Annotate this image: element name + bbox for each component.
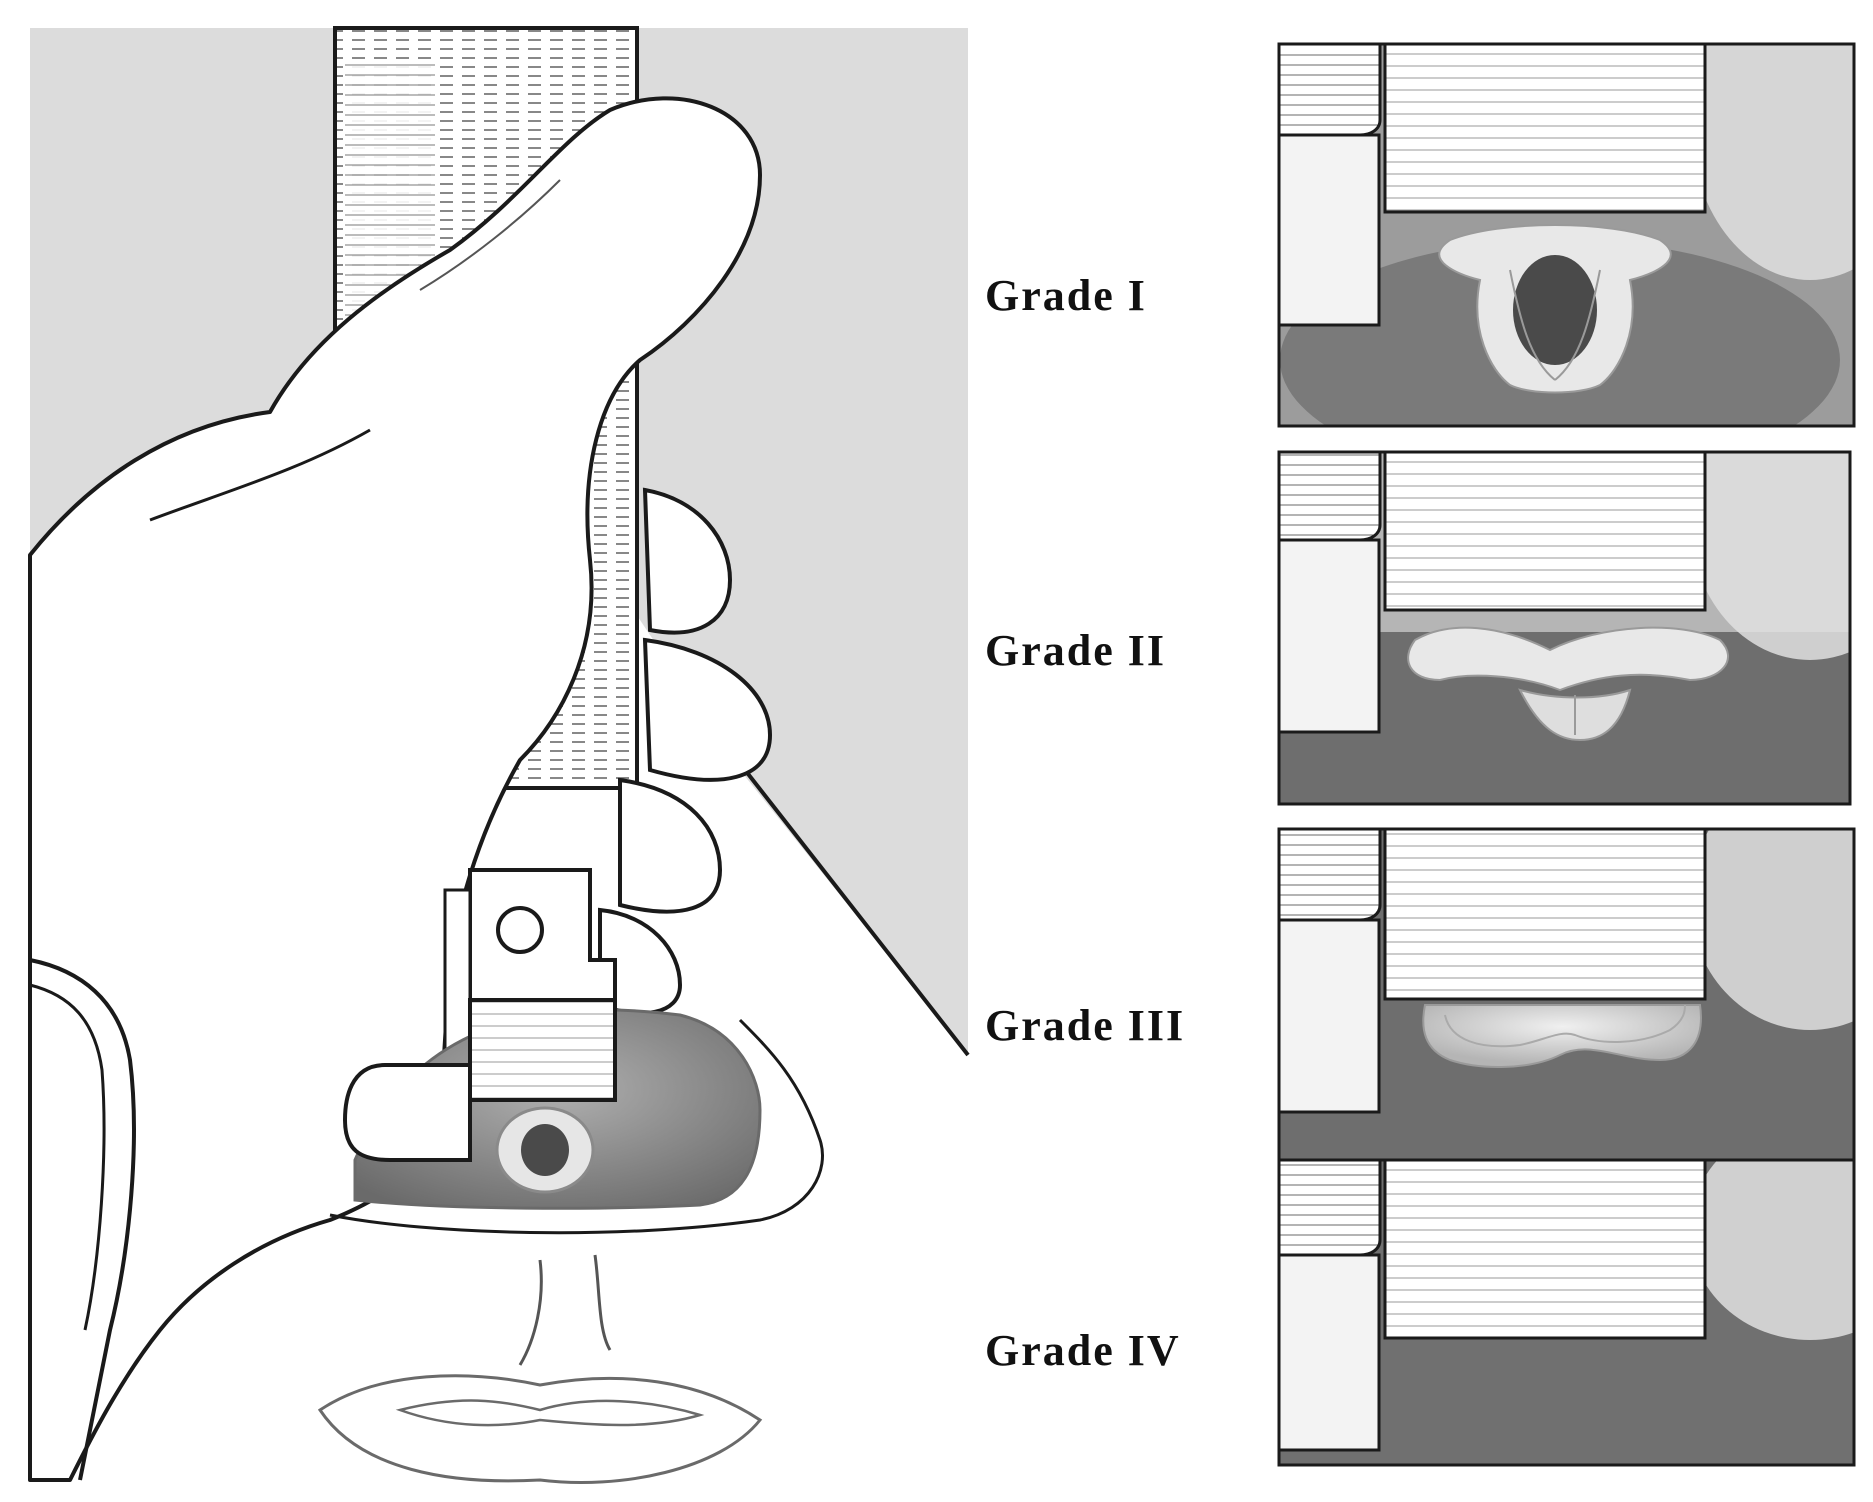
- nose-bridge-line-right: [593, 1254, 612, 1351]
- grade-4-label: Grade IV: [985, 1326, 1181, 1375]
- face-contour-inner: [29, 983, 106, 1331]
- face-contour: [29, 958, 136, 1481]
- grade-4-panel: [1277, 1158, 1856, 1467]
- grade-2-panel: [1277, 450, 1852, 806]
- grade-1-label: Grade I: [985, 271, 1147, 320]
- grade-3-panel: [1277, 827, 1856, 1185]
- grade-3-label: Grade III: [985, 1001, 1185, 1050]
- laryngoscope-hand-illustration: [28, 26, 970, 1484]
- blade-light-circle: [496, 906, 544, 954]
- lips-inner: [395, 1399, 705, 1427]
- finger-index: [642, 487, 733, 635]
- mouth-glottis-inner: [521, 1124, 569, 1176]
- nose-bridge-line-left: [518, 1259, 543, 1366]
- grade-2-label: Grade II: [985, 626, 1166, 675]
- finger-under-blade: [342, 1063, 472, 1162]
- wall-edge: [743, 768, 970, 1057]
- laryngoscope-blade: [468, 998, 617, 1102]
- hand-palm: [28, 96, 762, 1482]
- grade-1-panel: [1277, 42, 1856, 428]
- mouth-outline: [329, 1018, 824, 1235]
- thumb-edge-shading: [419, 179, 561, 291]
- thumb-crease: [149, 428, 371, 522]
- lips-outer: [317, 1374, 763, 1484]
- finger-middle: [642, 637, 773, 782]
- finger-ring: [618, 777, 723, 914]
